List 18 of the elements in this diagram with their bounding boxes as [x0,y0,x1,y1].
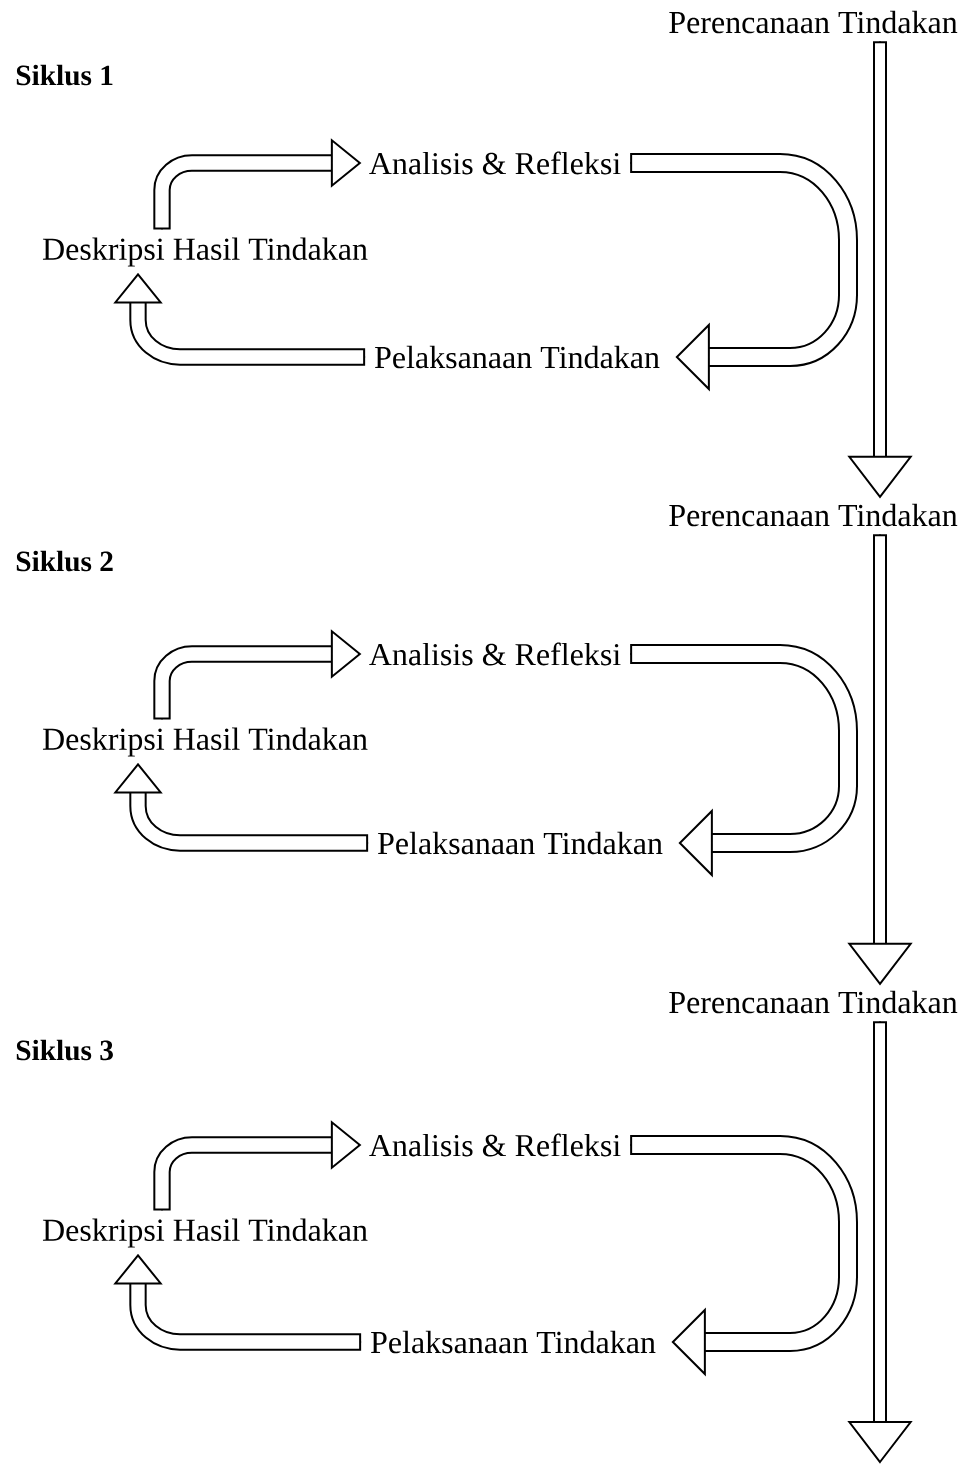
stage-label: Perencanaan Tindakan [669,990,958,1014]
cycle-heading: Siklus 1 [16,64,113,86]
block-arrow [629,153,858,392]
stage-label: Pelaksanaan Tindakan [375,345,660,369]
stage-label: Deskripsi Hasil Tindakan [42,1218,368,1248]
cycle-heading: Siklus 3 [16,1039,113,1061]
stage-label: Analisis & Refleksi [369,642,621,666]
stage-label: Deskripsi Hasil Tindakan [42,237,368,267]
stage-label: Pelaksanaan Tindakan [371,1330,656,1354]
stage-label: Analisis & Refleksi [369,1133,621,1157]
cycle-heading: Siklus 2 [16,550,113,572]
block-arrow [629,644,858,878]
block-arrow [629,1135,858,1377]
stage-label: Pelaksanaan Tindakan [378,831,663,855]
stage-label: Deskripsi Hasil Tindakan [42,727,368,757]
stage-label: Perencanaan Tindakan [669,10,958,34]
stage-label: Perencanaan Tindakan [669,503,958,527]
stage-label: Analisis & Refleksi [369,151,621,175]
